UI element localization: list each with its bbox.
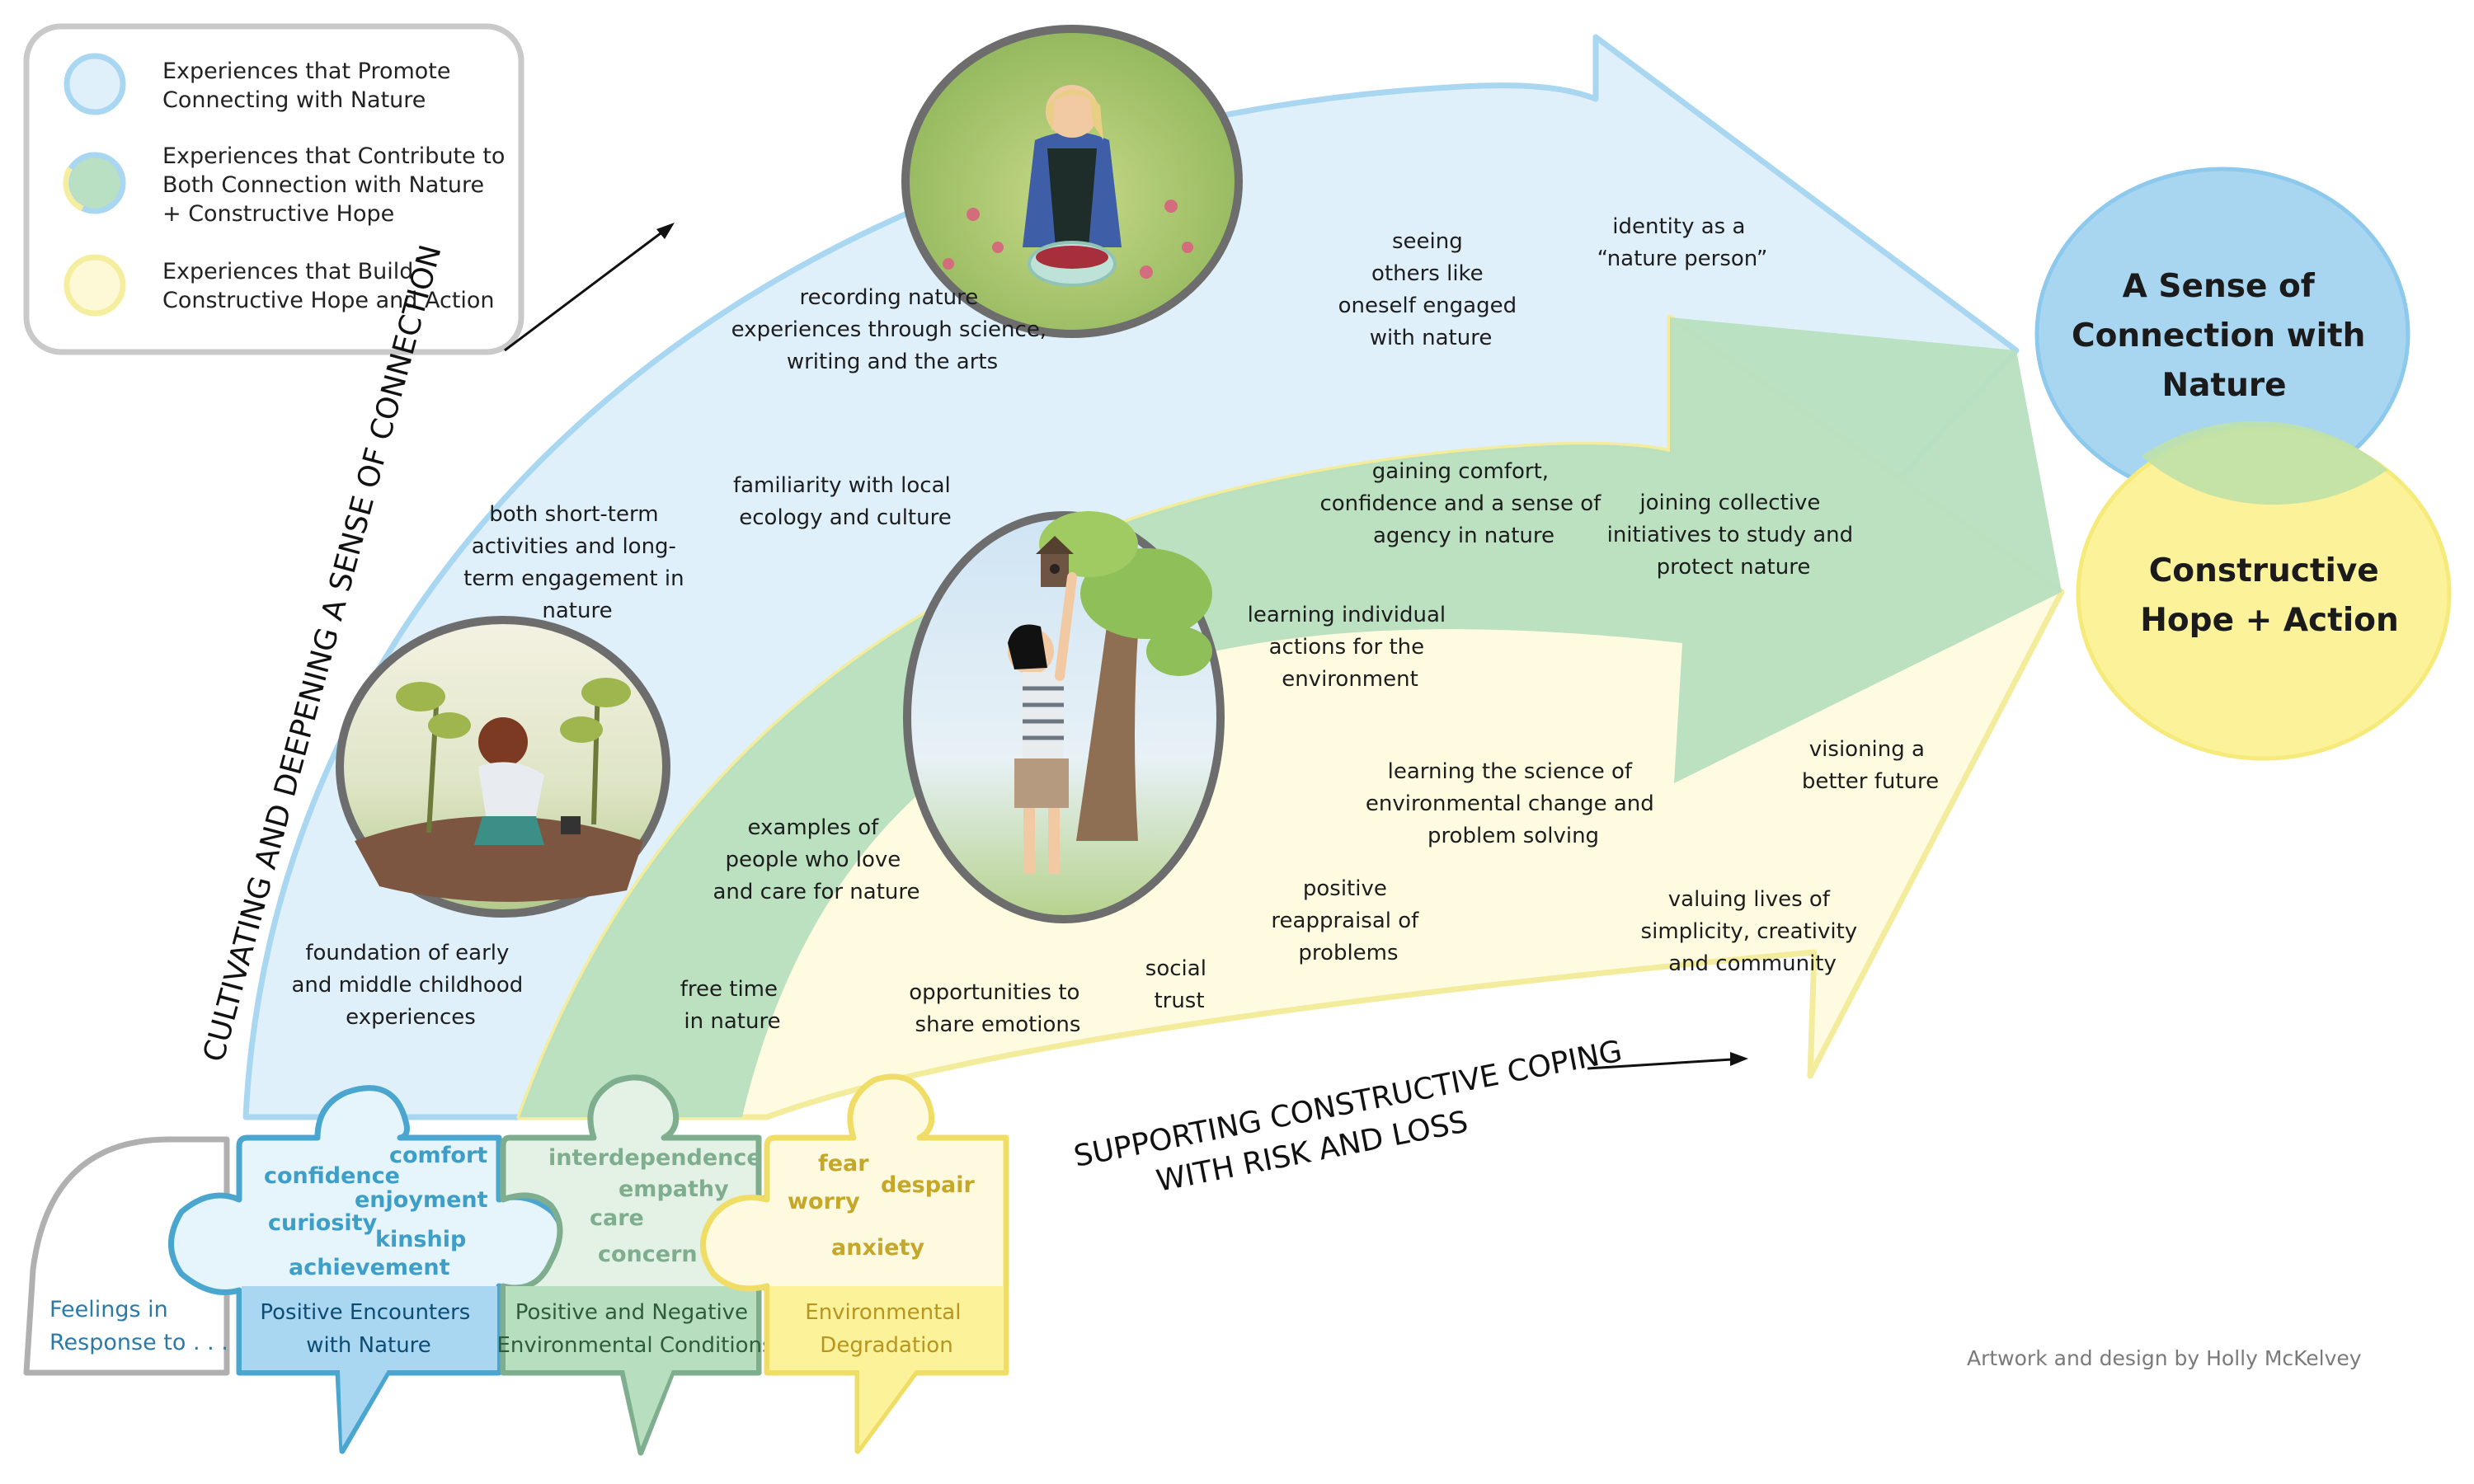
tab-positive-encounters: Positive Encounters with Nature	[260, 1300, 477, 1358]
illustration-child-garden	[336, 616, 670, 918]
feeling-care: care	[590, 1205, 644, 1231]
label-valuing-lives: valuing lives of simplicity, creativity …	[1641, 887, 1865, 976]
label-examples: examples of people who love and care for…	[713, 815, 920, 904]
legend-label-hope: Experiences that Build Constructive Hope…	[162, 259, 495, 313]
label-joining: joining collective initiatives to study …	[1607, 491, 1860, 580]
legend-swatch-connection	[63, 53, 126, 115]
hope-outcome-title: Constructive Hope + Action	[2140, 552, 2399, 639]
illustration-girl-birdhouse	[903, 511, 1225, 923]
feelings-speech-bubble: Feelings in Response to . . .	[23, 1136, 230, 1376]
label-familiarity: familiarity with local ecology and cultu…	[733, 473, 957, 530]
legend-swatch-hope	[63, 254, 126, 317]
feeling-fear: fear	[818, 1151, 869, 1176]
overlap-arrow	[520, 317, 2062, 1117]
feeling-worry: worry	[788, 1189, 860, 1214]
feeling-concern: concern	[598, 1242, 698, 1267]
tab-degradation: Environmental Degradation	[805, 1300, 967, 1358]
label-social-trust: social trust	[1145, 956, 1213, 1013]
label-short-long-term: both short-term activities and long- ter…	[463, 502, 691, 623]
label-recording: recording nature experiences through sci…	[731, 285, 1054, 374]
label-positive-reappraisal: positive reappraisal of problems	[1271, 876, 1425, 965]
label-visioning: visioning a better future	[1802, 737, 1939, 794]
label-learning-actions: learning individual actions for the envi…	[1248, 603, 1453, 692]
feeling-empathy: empathy	[618, 1176, 729, 1202]
feeling-confidence: confidence	[264, 1163, 400, 1189]
circle-overlap	[2142, 420, 2387, 505]
feeling-anxiety: anxiety	[831, 1235, 924, 1261]
outcome-circles	[2034, 167, 2452, 761]
label-foundation: foundation of early and middle childhood…	[291, 941, 529, 1030]
tab-conditions: Positive and Negative Environmental Cond…	[496, 1300, 773, 1358]
puzzle-piece-degradation: fear despair worry anxiety Environmental…	[700, 1073, 1009, 1454]
feeling-enjoyment: enjoyment	[355, 1187, 488, 1213]
legend-swatch-both-yellow-edge	[63, 167, 84, 212]
connection-outcome-title: A Sense of Connection with Nature	[2072, 268, 2377, 404]
label-seeing-others: seeing others like oneself engaged with …	[1338, 229, 1524, 350]
connection-axis-arrow	[504, 223, 675, 352]
feeling-kinship: kinship	[375, 1227, 466, 1252]
feeling-despair: despair	[881, 1172, 976, 1198]
feeling-comfort: comfort	[389, 1143, 487, 1168]
label-gaining-comfort: gaining comfort, confidence and a sense …	[1319, 459, 1607, 548]
label-free-time: free time in nature	[680, 977, 785, 1034]
step-labels: foundation of early and middle childhood…	[291, 214, 1939, 1037]
puzzle-piece-conditions: interdependence empathy care concern Pos…	[496, 1074, 825, 1456]
feeling-curiosity: curiosity	[268, 1210, 378, 1236]
label-learning-science: learning the science of environmental ch…	[1366, 759, 1661, 848]
feeling-achievement: achievement	[289, 1255, 450, 1280]
green-arrow-shape	[520, 317, 2062, 1117]
label-identity: identity as a “nature person”	[1597, 214, 1768, 271]
feelings-label: Feelings in Response to . . .	[49, 1297, 228, 1355]
artwork-credit: Artwork and design by Holly McKelvey	[1967, 1346, 2362, 1370]
label-share-emotions: opportunities to share emotions	[909, 980, 1086, 1037]
legend-box	[23, 23, 524, 355]
illustration-woman-meadow	[901, 25, 1243, 338]
puzzle-piece-positive-encounters: comfort confidence enjoyment curiosity k…	[168, 1085, 568, 1454]
legend: Experiences that Promote Connecting with…	[23, 23, 524, 355]
feeling-interdependence: interdependence	[548, 1145, 762, 1171]
legend-label-both: Experiences that Contribute to Both Conn…	[162, 143, 512, 227]
legend-label-connection: Experiences that Promote Connecting with…	[162, 59, 458, 113]
coping-axis-arrow	[1587, 1052, 1748, 1070]
